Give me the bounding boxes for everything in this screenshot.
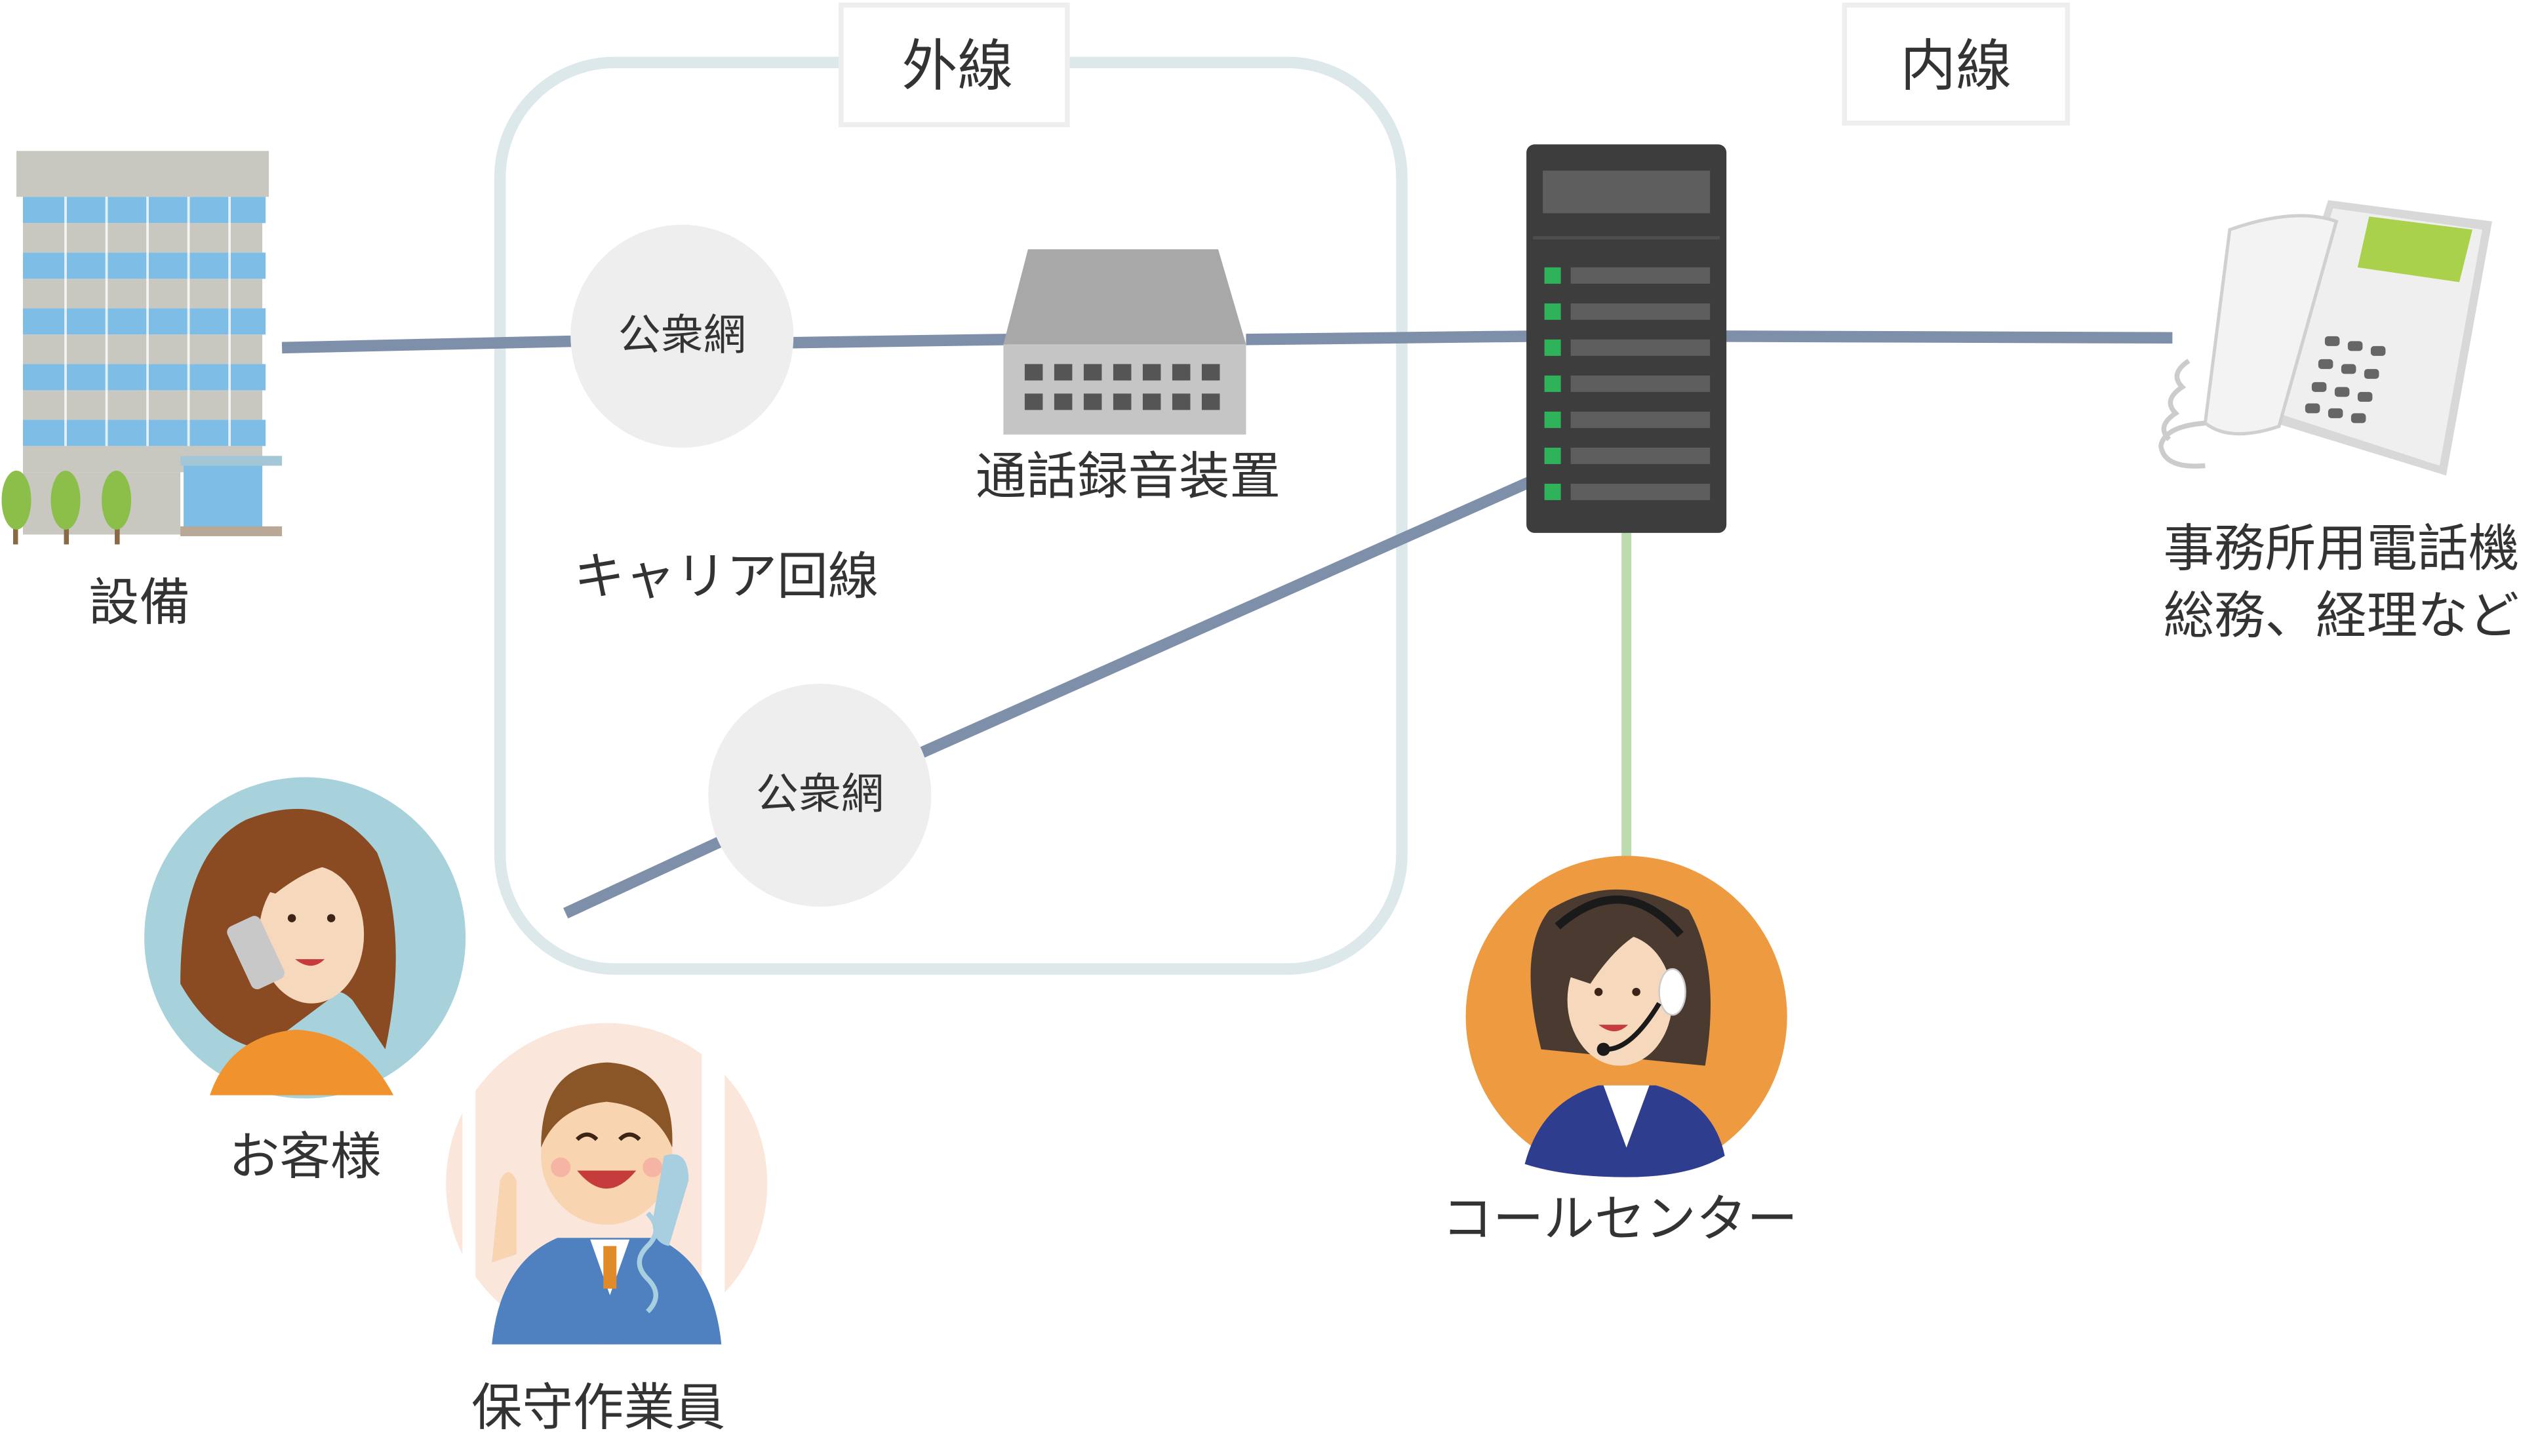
line-public2-to-worker — [563, 836, 724, 919]
customer-label: お客様 — [229, 1128, 382, 1187]
tree-icon — [1, 470, 132, 545]
public-network-bottom-label: 公衆網 — [756, 770, 884, 819]
call-center-label: コールセンター — [1442, 1190, 1798, 1249]
public-network-top-bubble — [570, 224, 794, 448]
external-line-label: 外線 — [902, 34, 1013, 99]
office-phone-label-line1: 事務所用電話機 — [2164, 519, 2520, 578]
call-center-operator-icon — [1465, 856, 1787, 1177]
pbx-server-icon — [1526, 144, 1727, 533]
carrier-line-label: キャリア回線 — [574, 547, 879, 606]
office-phone-label-line2: 総務、経理など — [2164, 586, 2520, 645]
customer-on-phone-icon — [144, 777, 466, 1099]
office-telephone-icon — [2158, 200, 2492, 476]
maintenance-worker-icon — [446, 1023, 768, 1345]
public-network-top-label: 公衆網 — [618, 311, 746, 360]
line-server-to-public2 — [915, 475, 1536, 760]
line-public-to-recorder — [787, 334, 1009, 349]
internal-line-label: 内線 — [1900, 34, 2012, 99]
line-recorder-to-server — [1246, 330, 1534, 345]
line-facility-to-public — [281, 335, 578, 354]
public-network-bottom-bubble — [708, 683, 932, 907]
office-building-icon — [1, 151, 283, 545]
connection-lines — [281, 330, 2173, 919]
server-led — [1544, 267, 1561, 500]
maintenance-worker-label: 保守作業員 — [471, 1378, 726, 1437]
recorder-label: 通話録音装置 — [976, 447, 1280, 506]
external-line-box: 外線 — [839, 2, 1070, 128]
internal-line-box: 内線 — [1842, 2, 2071, 126]
call-recorder-device-icon — [1003, 249, 1246, 435]
carrier-frame — [494, 56, 1408, 975]
line-server-to-phone — [1721, 330, 2173, 344]
facility-label: 設備 — [89, 573, 190, 632]
